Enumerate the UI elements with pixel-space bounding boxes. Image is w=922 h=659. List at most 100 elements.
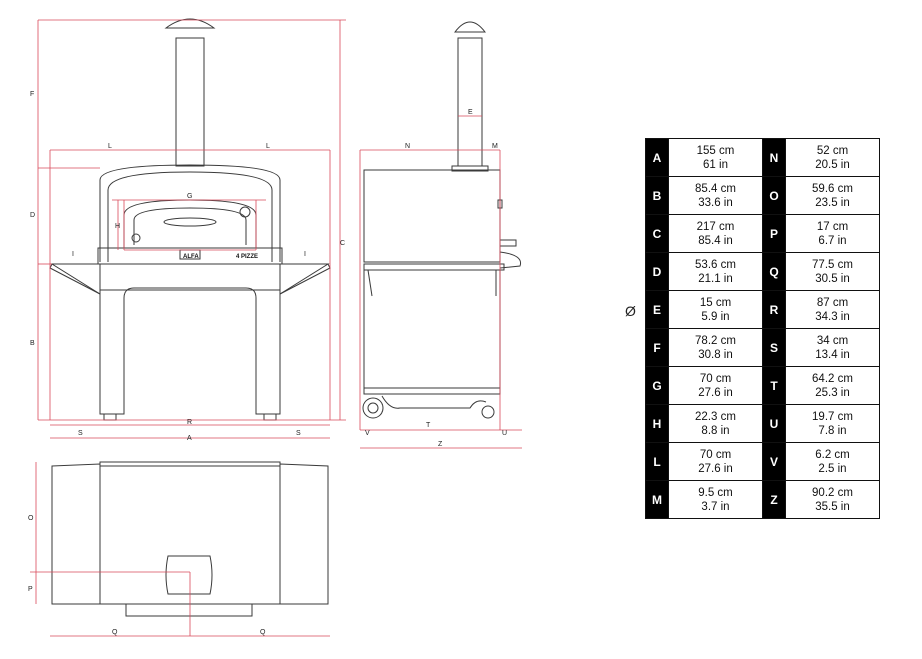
side-view bbox=[362, 21, 522, 419]
value-cm: 70 cm bbox=[699, 448, 732, 461]
value-cm: 217 cm bbox=[696, 220, 735, 233]
label-c: C bbox=[340, 240, 345, 247]
dimension-key: L bbox=[645, 442, 669, 481]
dimension-key: Z bbox=[762, 480, 786, 519]
dimension-key: R bbox=[762, 290, 786, 329]
dimension-key: S bbox=[762, 328, 786, 367]
value-in: 61 in bbox=[703, 158, 728, 171]
dimension-key: C bbox=[645, 214, 669, 253]
dimension-key: E bbox=[645, 290, 669, 329]
value-cm: 17 cm bbox=[816, 220, 849, 233]
value-cm: 34 cm bbox=[816, 334, 849, 347]
label-u: U bbox=[502, 430, 507, 437]
value-cm: 9.5 cm bbox=[698, 486, 733, 499]
dimension-key: D bbox=[645, 252, 669, 291]
value-in: 3.7 in bbox=[701, 500, 730, 513]
value-in: 25.3 in bbox=[815, 386, 850, 399]
dimension-key: U bbox=[762, 404, 786, 443]
label-p: P bbox=[28, 586, 33, 593]
model-plate: 4 PIZZE bbox=[236, 254, 258, 260]
value-cm: 90.2 cm bbox=[812, 486, 853, 499]
dimension-key: G bbox=[645, 366, 669, 405]
label-h: H bbox=[115, 223, 120, 230]
dimension-key: N bbox=[762, 138, 786, 177]
value-in: 23.5 in bbox=[815, 196, 850, 209]
diameter-symbol: Ø bbox=[625, 303, 636, 319]
value-in: 13.4 in bbox=[815, 348, 850, 361]
value-cm: 15 cm bbox=[699, 296, 732, 309]
value-cm: 6.2 cm bbox=[815, 448, 850, 461]
value-cm: 155 cm bbox=[696, 144, 735, 157]
value-cm: 77.5 cm bbox=[812, 258, 853, 271]
value-in: 33.6 in bbox=[698, 196, 733, 209]
label-q-right: Q bbox=[260, 629, 266, 636]
label-m: M bbox=[492, 143, 498, 150]
value-in: 20.5 in bbox=[815, 158, 850, 171]
value-cm: 53.6 cm bbox=[695, 258, 736, 271]
dimension-key: O bbox=[762, 176, 786, 215]
value-in: 35.5 in bbox=[815, 500, 850, 513]
value-in: 30.8 in bbox=[698, 348, 733, 361]
value-in: 30.5 in bbox=[815, 272, 850, 285]
value-in: 6.7 in bbox=[818, 234, 847, 247]
label-i-right: I bbox=[304, 251, 306, 258]
label-f: F bbox=[30, 91, 34, 98]
value-in: 27.6 in bbox=[698, 386, 733, 399]
label-e: E bbox=[468, 109, 473, 116]
label-q-left: Q bbox=[112, 629, 118, 636]
dimension-key: M bbox=[645, 480, 669, 519]
label-a: A bbox=[187, 435, 192, 442]
dimension-key: B bbox=[645, 176, 669, 215]
label-o: O bbox=[28, 515, 34, 522]
label-t: T bbox=[426, 422, 431, 429]
value-cm: 64.2 cm bbox=[812, 372, 853, 385]
value-cm: 59.6 cm bbox=[812, 182, 853, 195]
value-cm: 70 cm bbox=[699, 372, 732, 385]
brand-plate: ALFA bbox=[183, 254, 199, 260]
dimension-labels: F D B C L L G H I I R S S A E N M V T U … bbox=[28, 91, 507, 636]
dimension-key: H bbox=[645, 404, 669, 443]
label-v: V bbox=[365, 430, 370, 437]
value-cm: 19.7 cm bbox=[812, 410, 853, 423]
dimension-key: V bbox=[762, 442, 786, 481]
value-cm: 87 cm bbox=[816, 296, 849, 309]
label-r: R bbox=[187, 419, 192, 426]
value-in: 21.1 in bbox=[698, 272, 733, 285]
dimension-key: Q bbox=[762, 252, 786, 291]
label-d: D bbox=[30, 212, 35, 219]
value-in: 34.3 in bbox=[815, 310, 850, 323]
value-cm: 85.4 cm bbox=[695, 182, 736, 195]
front-view bbox=[49, 18, 331, 421]
value-in: 27.6 in bbox=[698, 462, 733, 475]
value-in: 2.5 in bbox=[818, 462, 847, 475]
value-in: 8.8 in bbox=[701, 424, 730, 437]
value-in: 7.8 in bbox=[818, 424, 847, 437]
label-n: N bbox=[405, 143, 410, 150]
label-z: Z bbox=[438, 441, 443, 448]
label-i-left: I bbox=[72, 251, 74, 258]
